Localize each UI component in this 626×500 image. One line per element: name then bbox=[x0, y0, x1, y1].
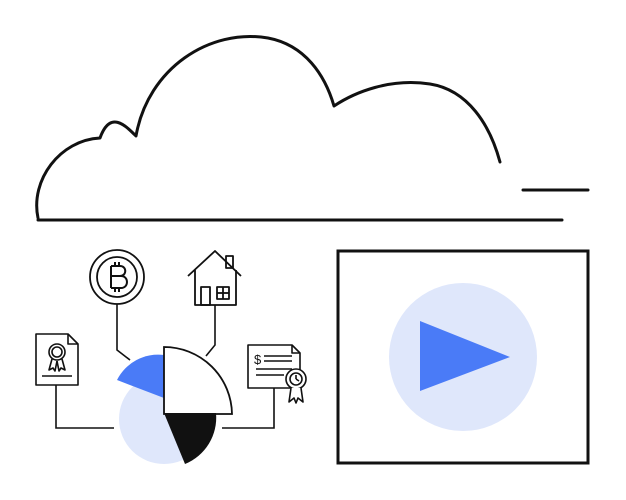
connector-house bbox=[205, 305, 216, 357]
cloud-outline bbox=[35, 35, 502, 220]
connector-lines bbox=[55, 304, 275, 429]
connector-bitcoin bbox=[116, 304, 131, 361]
svg-text:$: $ bbox=[254, 352, 262, 367]
house-icon bbox=[187, 250, 242, 306]
play-icon bbox=[420, 321, 510, 391]
video-player-icon bbox=[336, 249, 590, 465]
invoice-icon: $ bbox=[247, 344, 307, 404]
cloud-icon bbox=[35, 35, 590, 222]
pie-chart-icon bbox=[117, 346, 233, 464]
bitcoin-icon bbox=[89, 249, 145, 305]
pie-slice-black bbox=[164, 413, 217, 464]
certificate-icon bbox=[35, 333, 79, 386]
connector-invoice bbox=[55, 385, 114, 429]
pie-slice-white bbox=[163, 346, 233, 415]
connector-certificate bbox=[222, 388, 275, 429]
pie-slice-blue bbox=[117, 354, 164, 398]
